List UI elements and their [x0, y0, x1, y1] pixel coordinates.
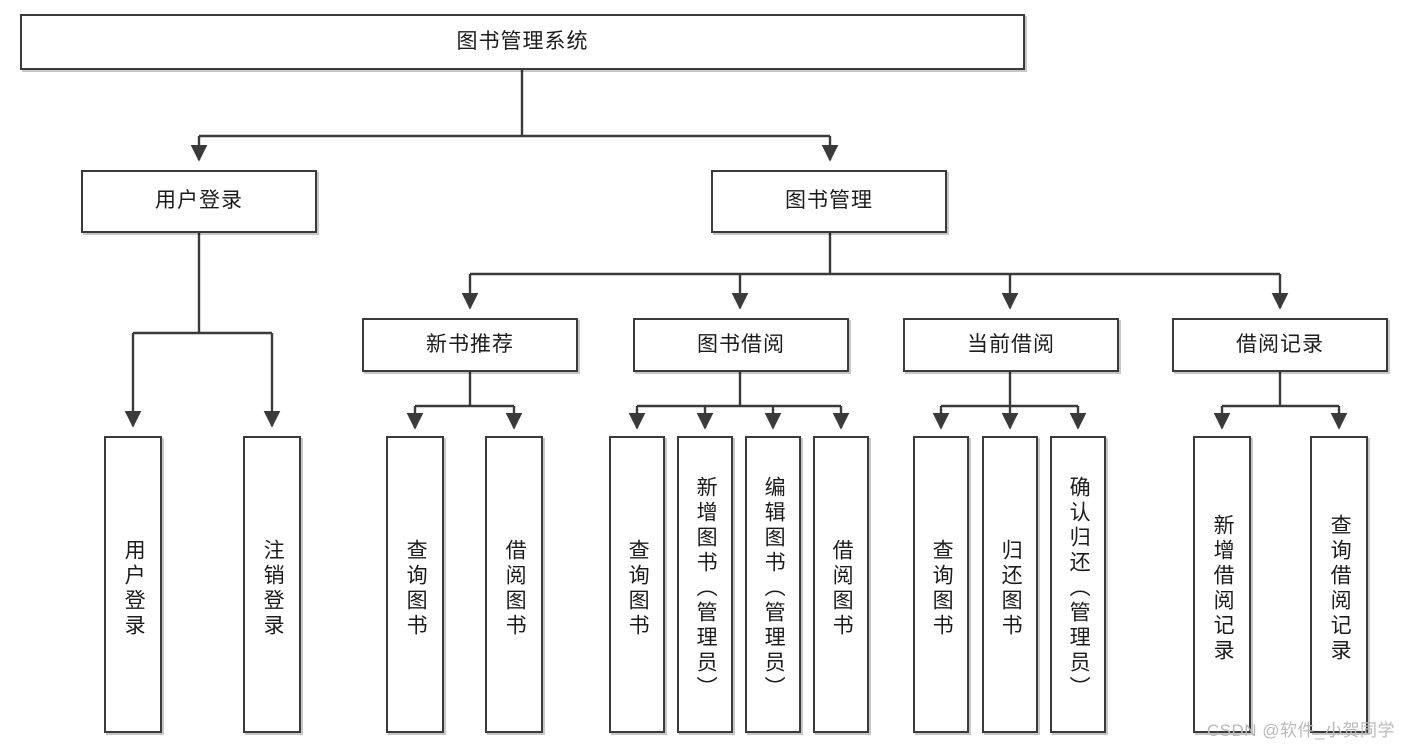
node-label: 借阅图书 — [503, 538, 527, 639]
node-label: 图书管理系统 — [456, 29, 589, 53]
node-label: 查询图书 — [626, 538, 650, 639]
node-label: 归还图书 — [999, 538, 1023, 639]
node-label: 新增图书（管理员） — [694, 476, 718, 701]
node-book-borrow[interactable]: 图书借阅 — [633, 318, 849, 372]
node-label: 确认归还（管理员） — [1067, 476, 1091, 701]
leaf-borrow-add-book-admin[interactable]: 新增图书（管理员） — [677, 436, 733, 733]
leaf-record-query-borrow-record[interactable]: 查询借阅记录 — [1310, 436, 1368, 733]
node-label: 注销登录 — [261, 538, 285, 639]
node-label: 图书借阅 — [697, 332, 785, 356]
node-label: 用户登录 — [122, 538, 146, 639]
node-label: 用户登录 — [155, 189, 243, 213]
node-label: 借阅记录 — [1236, 332, 1324, 356]
leaf-borrow-edit-book-admin[interactable]: 编辑图书（管理员） — [745, 436, 801, 733]
node-label: 查询图书 — [930, 538, 954, 639]
leaf-recommend-borrow-book[interactable]: 借阅图书 — [485, 436, 543, 733]
node-label: 查询图书 — [404, 538, 428, 639]
node-label: 查询借阅记录 — [1328, 513, 1352, 664]
node-label: 编辑图书（管理员） — [762, 476, 786, 701]
leaf-borrow-query-book[interactable]: 查询图书 — [609, 436, 665, 733]
node-borrow-record[interactable]: 借阅记录 — [1172, 318, 1388, 372]
leaf-recommend-query-book[interactable]: 查询图书 — [386, 436, 444, 733]
node-label: 新增借阅记录 — [1211, 513, 1235, 664]
leaf-current-confirm-return-admin[interactable]: 确认归还（管理员） — [1050, 436, 1106, 733]
leaf-record-add-borrow-record[interactable]: 新增借阅记录 — [1193, 436, 1251, 733]
node-new-book-recommend[interactable]: 新书推荐 — [362, 318, 578, 372]
node-root-system[interactable]: 图书管理系统 — [20, 14, 1025, 70]
node-book-management-group[interactable]: 图书管理 — [711, 170, 947, 233]
node-label: 新书推荐 — [426, 332, 514, 356]
leaf-logout-login[interactable]: 注销登录 — [243, 436, 301, 733]
node-label: 借阅图书 — [830, 538, 854, 639]
node-current-borrow[interactable]: 当前借阅 — [903, 318, 1119, 372]
csdn-watermark: CSDN @软件_小贺同学 — [1206, 721, 1395, 740]
node-user-login-group[interactable]: 用户登录 — [81, 170, 317, 233]
node-label: 当前借阅 — [967, 332, 1055, 356]
leaf-current-return-book[interactable]: 归还图书 — [982, 436, 1038, 733]
leaf-user-login[interactable]: 用户登录 — [104, 436, 162, 733]
leaf-current-query-book[interactable]: 查询图书 — [913, 436, 969, 733]
node-label: 图书管理 — [785, 189, 873, 213]
leaf-borrow-borrow-book[interactable]: 借阅图书 — [813, 436, 869, 733]
